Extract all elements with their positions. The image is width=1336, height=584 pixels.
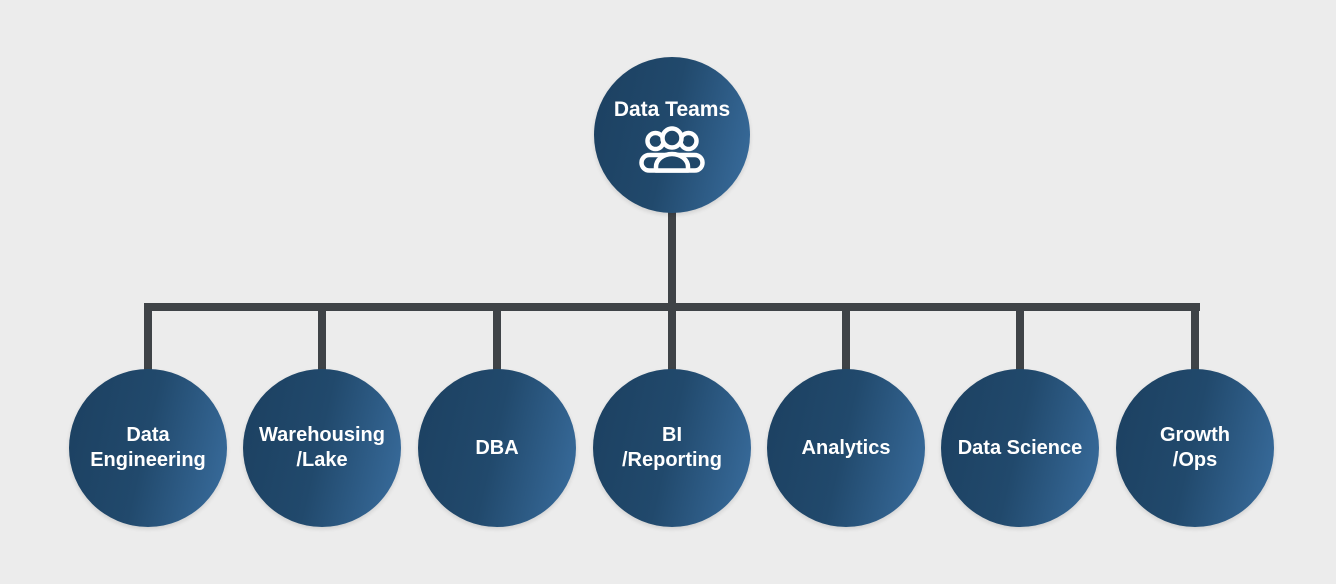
node-label: /Reporting [622,449,722,471]
connector-drop-5 [1016,305,1024,375]
node-label: Growth [1160,424,1230,446]
connector-drop-4 [842,305,850,375]
node-dba: DBA [418,369,576,527]
node-label: Analytics [801,436,891,459]
node-data-teams: Data Teams [594,57,750,213]
people-group-icon [639,125,705,174]
connector-stem [668,206,676,308]
node-warehousing-lake: Warehousing /Lake [243,369,401,527]
node-label: Data Teams [613,97,731,121]
node-label: DBA [475,436,519,459]
node-bi-reporting: BI /Reporting [593,369,751,527]
connector-drop-3 [668,305,676,375]
node-label: Data Science [957,436,1083,459]
node-label: /Ops [1172,449,1218,471]
node-data-science: Data Science [941,369,1099,527]
connector-drop-6 [1191,305,1199,375]
node-analytics: Analytics [767,369,925,527]
node-label: Warehousing [259,424,385,446]
node-label: Data [126,424,170,446]
connector-drop-0 [144,305,152,375]
connector-drop-1 [318,305,326,375]
node-label: /Lake [296,449,348,471]
node-data-engineering: Data Engineering [69,369,227,527]
connector-drop-2 [493,305,501,375]
node-label: BI [662,424,682,446]
node-growth-ops: Growth /Ops [1116,369,1274,527]
node-label: Engineering [90,449,206,471]
